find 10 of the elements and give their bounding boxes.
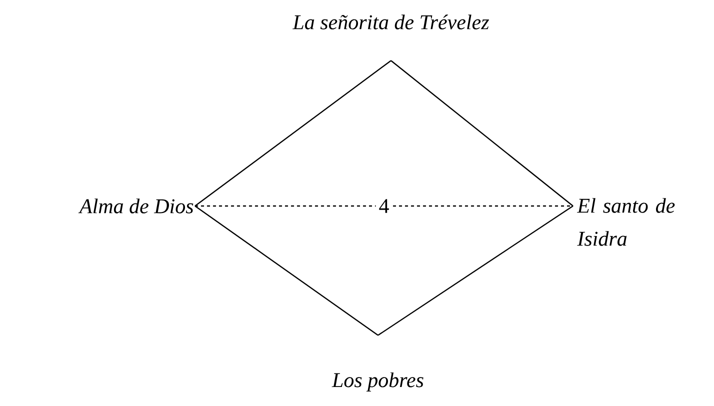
line bbox=[390, 60, 574, 206]
title-text: Los pobres bbox=[332, 372, 424, 392]
edge-label: 4 bbox=[376, 196, 392, 216]
line bbox=[194, 206, 378, 336]
title-text: Alma de Dios bbox=[78, 198, 194, 214]
line bbox=[194, 60, 392, 206]
line bbox=[378, 206, 574, 336]
title-text: El santo de Isidra bbox=[576, 198, 675, 246]
title-text: La señorita de Trévelez bbox=[292, 14, 490, 30]
dashed-line bbox=[195, 205, 573, 207]
